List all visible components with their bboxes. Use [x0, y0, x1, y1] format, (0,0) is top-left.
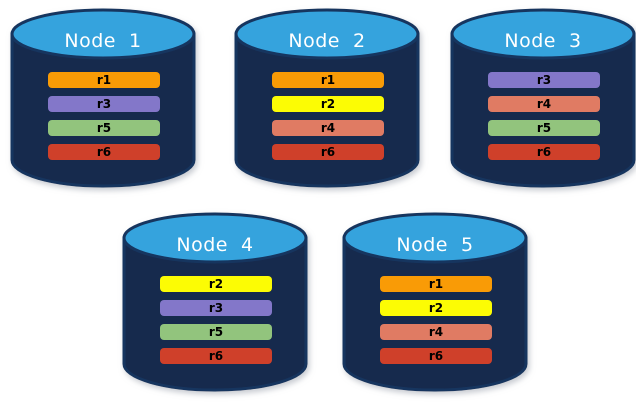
database-node-5[interactable]: Node 5 r1 r2 r4 r6 [340, 212, 530, 392]
replica-bar-r5[interactable]: r5 [160, 324, 272, 340]
replica-bar-r1[interactable]: r1 [48, 72, 160, 88]
replica-label-r4: r4 [320, 121, 336, 135]
replica-bar-r2[interactable]: r2 [380, 300, 492, 316]
replica-bar-r3[interactable]: r3 [48, 96, 160, 112]
replica-label-r2: r2 [428, 301, 444, 315]
replica-label-r5: r5 [96, 121, 112, 135]
replica-list: r1 r2 r4 r6 [380, 276, 492, 372]
replica-bar-r6[interactable]: r6 [160, 348, 272, 364]
replica-label-r1: r1 [320, 73, 336, 87]
replica-bar-r4[interactable]: r4 [488, 96, 600, 112]
database-node-1[interactable]: Node 1 r1 r3 r5 r6 [8, 8, 198, 188]
replica-label-r3: r3 [96, 97, 112, 111]
replica-label-r6: r6 [208, 349, 224, 363]
replica-label-r1: r1 [428, 277, 444, 291]
replica-label-r4: r4 [536, 97, 552, 111]
replica-bar-r2[interactable]: r2 [272, 96, 384, 112]
replica-bar-r3[interactable]: r3 [160, 300, 272, 316]
database-node-3[interactable]: Node 3 r3 r4 r5 r6 [448, 8, 636, 188]
replica-label-r4: r4 [428, 325, 444, 339]
replica-label-r6: r6 [428, 349, 444, 363]
replica-list: r1 r2 r4 r6 [272, 72, 384, 168]
replica-bar-r6[interactable]: r6 [380, 348, 492, 364]
replica-bar-r4[interactable]: r4 [380, 324, 492, 340]
replica-bar-r2[interactable]: r2 [160, 276, 272, 292]
replica-list: r3 r4 r5 r6 [488, 72, 600, 168]
replica-bar-r6[interactable]: r6 [488, 144, 600, 160]
replica-label-r1: r1 [96, 73, 112, 87]
database-node-2[interactable]: Node 2 r1 r2 r4 r6 [232, 8, 422, 188]
replica-label-r3: r3 [208, 301, 224, 315]
replica-bar-r5[interactable]: r5 [488, 120, 600, 136]
replica-list: r2 r3 r5 r6 [160, 276, 272, 372]
replica-label-r5: r5 [208, 325, 224, 339]
replica-list: r1 r3 r5 r6 [48, 72, 160, 168]
replica-bar-r3[interactable]: r3 [488, 72, 600, 88]
replica-label-r3: r3 [536, 73, 552, 87]
replica-label-r2: r2 [320, 97, 336, 111]
replica-label-r6: r6 [96, 145, 112, 159]
replica-label-r6: r6 [320, 145, 336, 159]
replica-bar-r1[interactable]: r1 [272, 72, 384, 88]
replica-bar-r6[interactable]: r6 [272, 144, 384, 160]
replica-bar-r1[interactable]: r1 [380, 276, 492, 292]
replica-bar-r5[interactable]: r5 [48, 120, 160, 136]
replica-label-r6: r6 [536, 145, 552, 159]
database-node-4[interactable]: Node 4 r2 r3 r5 r6 [120, 212, 310, 392]
replica-label-r5: r5 [536, 121, 552, 135]
replica-bar-r4[interactable]: r4 [272, 120, 384, 136]
replica-label-r2: r2 [208, 277, 224, 291]
replica-bar-r6[interactable]: r6 [48, 144, 160, 160]
